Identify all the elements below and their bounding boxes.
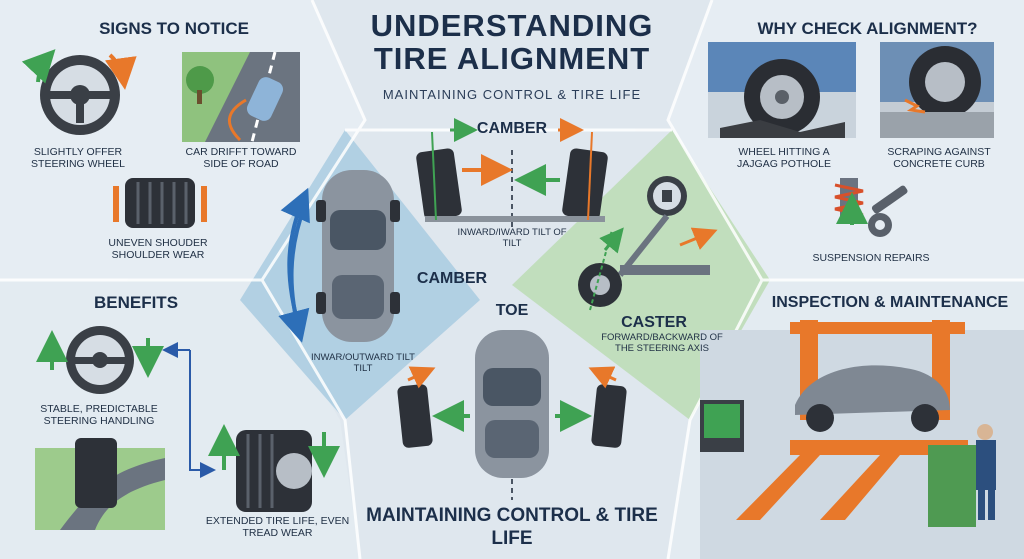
inspection-illustration [700, 320, 1024, 559]
caster-label: Caster [621, 314, 687, 331]
why-curb-caption: Scraping against concrete curb [887, 146, 991, 171]
title-line-1: Understanding [370, 8, 654, 43]
benefit-steering-wheel-icon [66, 326, 134, 394]
caster-diagram [578, 176, 718, 311]
why-heading: Why Check Alignment? [757, 19, 978, 38]
benefits-tire-caption: Extended tire life, even tread wear [205, 515, 350, 540]
camber-left-car-diagram [278, 170, 400, 343]
signs-drift-caption: Car drifft toward side of road [185, 146, 297, 171]
steering-wheel-icon [40, 55, 120, 135]
camber-top-caption: Inward/iward tilt of tilt [457, 227, 567, 249]
signs-steering-caption: Slightly offer steering wheel [31, 146, 125, 171]
camber-top-diagram [416, 118, 608, 230]
why-suspension-caption: Suspension Repairs [812, 252, 930, 264]
camber-top-label: Camber [476, 120, 548, 137]
why-pothole-caption: Wheel hitting a jajgag pothole [737, 146, 831, 171]
caster-caption: Forward/backward of the steering axis [601, 332, 723, 354]
title-line-2: Tire Alignment [373, 40, 651, 76]
toe-label: Toe [495, 302, 529, 319]
suspension-tools-icon [834, 178, 908, 237]
benefits-steering-caption: Stable, predictable steering handling [40, 403, 158, 428]
pothole-illustration [708, 42, 856, 138]
signs-heading: Signs to Notice [99, 19, 249, 38]
curb-illustration [880, 42, 994, 138]
footer-title: Maintaining Control & Tire Life [366, 505, 658, 549]
camber-left-label: Camber [416, 270, 488, 287]
toe-car-diagram [397, 330, 627, 500]
uneven-tire-icon [113, 178, 207, 228]
inspection-heading: Inspection & Maintenance [771, 294, 1009, 311]
road-drift-illustration [182, 51, 300, 143]
benefit-tire-icon [236, 430, 312, 512]
page-subtitle: Maintaining Control & Tire Life [382, 87, 642, 102]
signs-wear-caption: Uneven shouder shoulder wear [108, 237, 208, 262]
benefit-road-illustration [35, 438, 165, 530]
benefits-heading: Benefits [93, 293, 179, 312]
camber-left-caption: Inwar/outward tilt tilt [311, 352, 415, 374]
page-title: Understanding Tire Alignment [312, 8, 712, 76]
